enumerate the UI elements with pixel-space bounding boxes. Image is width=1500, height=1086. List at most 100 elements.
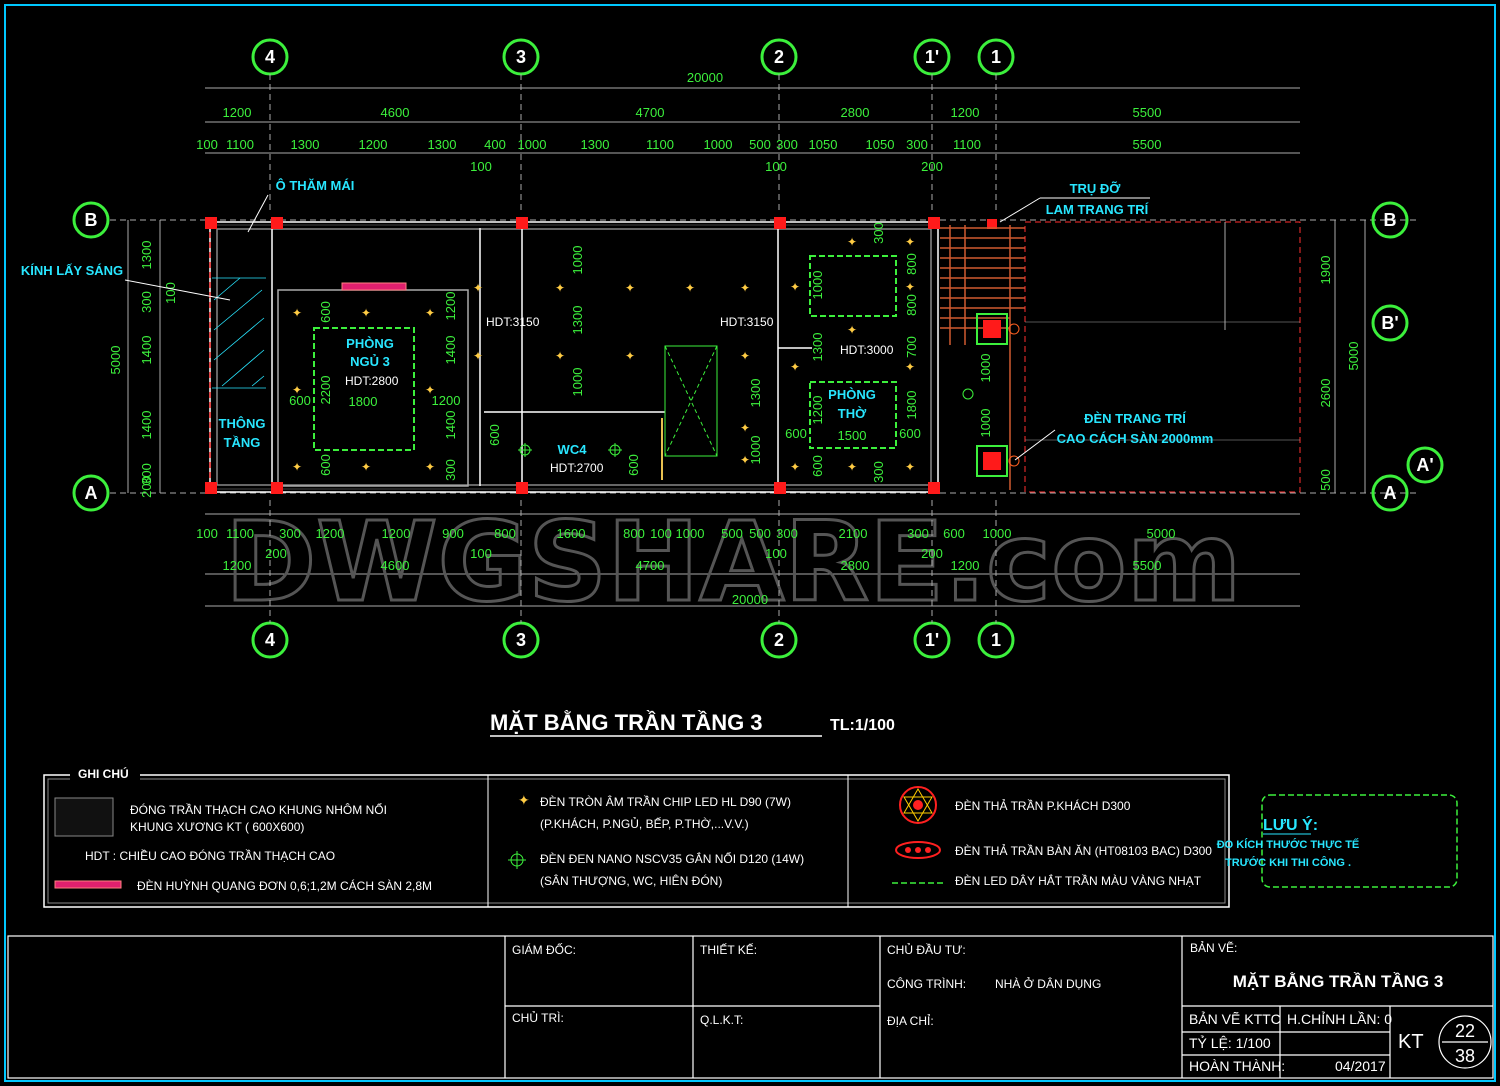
grid-bubble-bottom-1-label: 3 — [516, 630, 526, 650]
dim-bot-r1b-1: 100 — [470, 546, 492, 561]
label-tru-do-2: LAM TRANG TRÍ — [1046, 202, 1149, 217]
grid-bubble-left-0-label: B — [85, 210, 98, 230]
grid-bubble-top-0: 4 — [251, 38, 289, 76]
nano-light-icon — [508, 851, 526, 869]
room-dim-20: 600 — [785, 426, 807, 441]
tb-sheet-total: 38 — [1455, 1046, 1475, 1066]
label-thong-tang-2: TẦNG — [224, 435, 261, 450]
dim-left-inner-2: 1400 — [139, 336, 154, 365]
room-dim-19: 1200 — [810, 396, 825, 425]
dim-left-inner-5: 200 — [139, 476, 154, 498]
label-o-tham-mai: Ô THĂM MÁI — [276, 178, 355, 193]
dim-bot-r2-2: 4700 — [636, 558, 665, 573]
dim-left-outer: 5000 — [108, 346, 123, 375]
spot-light-icon: ✦ — [685, 281, 695, 295]
room-dim-23: 1300 — [748, 379, 763, 408]
tb-cong-trinh-val: NHÀ Ở DÂN DỤNG — [995, 976, 1101, 991]
room-dim-11: 600 — [487, 424, 502, 446]
spot-light-icon: ✦ — [425, 306, 435, 320]
spot-light-icon: ✦ — [847, 323, 857, 337]
grid-bubble-top-4-label: 1 — [991, 47, 1001, 67]
label-phong-tho-w: 1500 — [838, 428, 867, 443]
luu-y-line2: TRƯỚC KHI THI CÔNG . — [1225, 856, 1351, 869]
label-tru-do-1: TRỤ ĐỠ — [1070, 181, 1122, 196]
dim-top-r1-5: 5500 — [1133, 105, 1162, 120]
grid-bubble-top-3: 1' — [913, 38, 951, 76]
spot-light-icon: ✦ — [425, 460, 435, 474]
legend-col1-3: ĐÈN HUỲNH QUANG ĐƠN 0,6;1,2M CÁCH SÀN 2,… — [137, 878, 432, 893]
dim-top-r2-14: 300 — [906, 137, 928, 152]
tb-chu-dau-tu: CHỦ ĐẦU TƯ: — [887, 942, 966, 957]
dim-bot-r1-13: 300 — [776, 526, 798, 541]
spot-light-icon: ✦ — [740, 453, 750, 467]
legend-heading: GHI CHÚ — [78, 766, 129, 781]
spot-light-icon: ✦ — [473, 349, 483, 363]
legend-col2-2: ĐÈN ĐEN NANO NSCV35 GẮN NỔI D120 (14W) — [540, 851, 804, 866]
dim-bot-r1-2: 300 — [279, 526, 301, 541]
legend-col2-1: (P.KHÁCH, P.NGỦ, BẾP, P.THỜ,...V.V.) — [540, 816, 749, 831]
grid-bubble-top-2-label: 2 — [774, 47, 784, 67]
dim-bot-r2-0: 1200 — [223, 558, 252, 573]
room-dim-15: 800 — [904, 253, 919, 275]
label-phong-ngu-1: PHÒNG — [346, 336, 394, 351]
dim-top-r2-2: 1300 — [291, 137, 320, 152]
dim-top-r2-0: 100 — [196, 137, 218, 152]
spot-light-icon: ✦ — [905, 460, 915, 474]
dim-top-r2-4: 1300 — [428, 137, 457, 152]
spot-light-icon: ✦ — [740, 349, 750, 363]
label-den-tt-2: CAO CÁCH SÀN 2000mm — [1057, 431, 1214, 446]
dim-top-r2-1: 1100 — [226, 137, 254, 152]
spot-light-icon: ✦ — [292, 306, 302, 320]
room-dim-12: 600 — [626, 454, 641, 476]
grid-bubble-left-1: A — [72, 474, 110, 512]
spot-light-icon: ✦ — [790, 360, 800, 374]
dim-top-r2-9: 1000 — [704, 137, 733, 152]
spot-light-icon: ✦ — [740, 421, 750, 435]
label-kinh-lay-sang: KÍNH LẤY SÁNG — [21, 263, 123, 278]
grid-bubble-top-1-label: 3 — [516, 47, 526, 67]
dim-top-r2-12: 1050 — [809, 137, 838, 152]
spot-light-icon: ✦ — [905, 360, 915, 374]
dim-top-r2-10: 500 — [749, 137, 771, 152]
dim-left-inner-3: 1400 — [139, 411, 154, 440]
legend-col1-2: HDT : CHIỀU CAO ĐÓNG TRẦN THẠCH CAO — [85, 848, 335, 863]
spot-light-icon: ✦ — [361, 306, 371, 320]
tb-thiet-ke: THIẾT KẾ: — [700, 942, 757, 957]
grid-bubble-bottom-4: 1 — [977, 621, 1015, 659]
dim-top-r2-3: 1200 — [359, 137, 388, 152]
label-phong-tho-2: THỜ — [838, 406, 867, 421]
grid-bubble-right-3: A — [1371, 474, 1409, 512]
legend-col1-0: ĐÓNG TRẦN THẠCH CAO KHUNG NHÔM NỔI — [130, 802, 387, 817]
label-phong-ngu-hdt: HDT:2800 — [345, 374, 399, 388]
tb-dia-chi: ĐỊA CHỈ: — [887, 1013, 934, 1028]
drawing-title: MẶT BẰNG TRẦN TẦNG 3 — [490, 710, 763, 735]
room-dim-9: 1300 — [570, 306, 585, 335]
grid-bubble-bottom-1: 3 — [502, 621, 540, 659]
dim-bot-r1-18: 5000 — [1147, 526, 1176, 541]
legend-col1-1: KHUNG XƯƠNG KT ( 600X600) — [130, 820, 304, 834]
spot-light-icon: ✦ — [555, 281, 565, 295]
watermark: DWGSHARE.com — [225, 498, 1241, 626]
label-wc4-hdt: HDT:2700 — [550, 461, 604, 475]
grid-bubble-right-3-label: A — [1384, 483, 1397, 503]
dim-top-r1-4: 1200 — [951, 105, 980, 120]
dim-top-r1-3: 2800 — [841, 105, 870, 120]
dim-bot-r1-17: 1000 — [983, 526, 1012, 541]
dim-top-r2b-1: 100 — [765, 159, 787, 174]
room-dim-5: 600 — [289, 393, 311, 408]
dim-right-outer: 5000 — [1346, 342, 1361, 371]
dim-top-r1-2: 4700 — [636, 105, 665, 120]
room-dim-10: 1000 — [570, 368, 585, 397]
spot-light-icon: ✦ — [790, 460, 800, 474]
spot-light-icon: ✦ — [625, 349, 635, 363]
dim-top-r2-16: 5500 — [1133, 137, 1162, 152]
grid-bubble-top-3-label: 1' — [925, 47, 939, 67]
label-hdt-3150-a: HDT:3150 — [486, 315, 540, 329]
grid-bubble-top-4: 1 — [977, 38, 1015, 76]
dim-left-inner-4: 300 — [139, 463, 154, 485]
drawing-scale: TL:1/100 — [830, 717, 895, 734]
spot-light-icon: ✦ — [847, 235, 857, 249]
room-dim-18: 1800 — [904, 391, 919, 420]
spot-light-icon: ✦ — [473, 281, 483, 295]
spot-light-icon: ✦ — [790, 280, 800, 294]
